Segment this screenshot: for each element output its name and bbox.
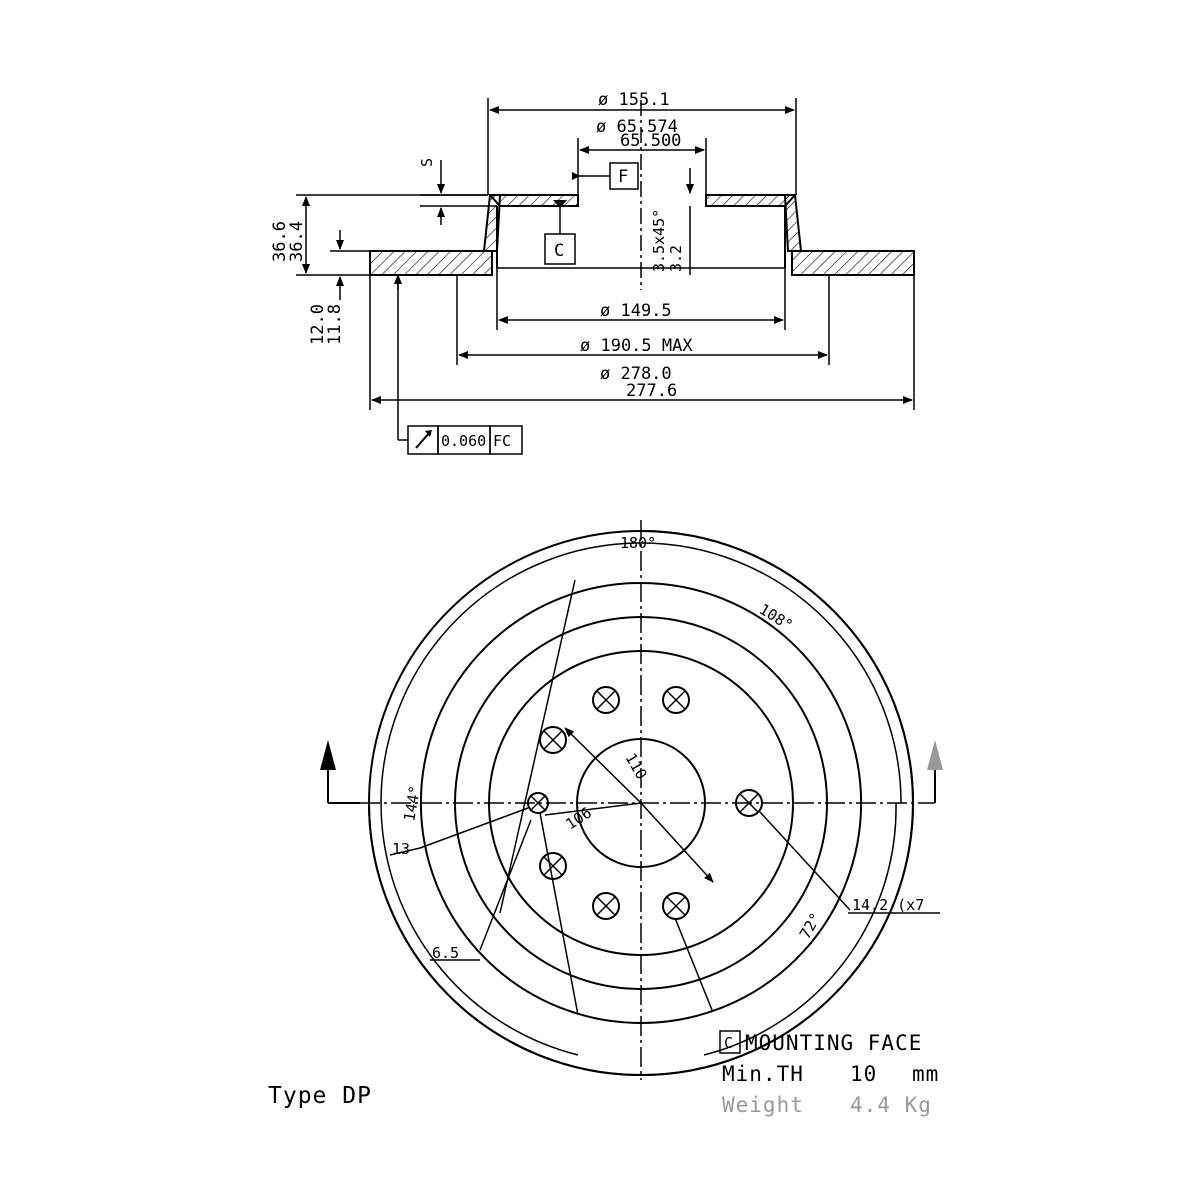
datum-c: C xyxy=(554,241,564,261)
locator-hole xyxy=(527,792,549,814)
dim-bore-min: 65.500 xyxy=(620,131,681,151)
section-view: ø 155.1 ø 65.574 65.500 F S C 3.5x45° 3.… xyxy=(270,90,915,455)
runout-datum: FC xyxy=(493,432,511,450)
pcd-110: 110 xyxy=(622,750,651,782)
min-th-unit: mm xyxy=(912,1062,939,1086)
angle-180: 180° xyxy=(620,534,656,552)
dim-hat-outer: ø 155.1 xyxy=(598,90,670,110)
pcd-106: 106 xyxy=(562,804,595,834)
bolt-hole xyxy=(662,686,690,714)
hole-65: 6.5 xyxy=(432,944,459,962)
runout-value: 0.060 xyxy=(441,432,486,450)
dim-s: S xyxy=(418,158,436,167)
section-friction-ring-left xyxy=(369,250,493,276)
datum-f: F xyxy=(618,167,628,187)
bolt-hole xyxy=(735,789,763,817)
angle-144: 144° xyxy=(400,784,424,823)
dim-278-max: ø 278.0 xyxy=(600,364,672,384)
section-hat-top-right xyxy=(705,194,798,207)
datum-c-box xyxy=(719,1030,741,1054)
dim-bore-max: ø 65.574 xyxy=(596,117,678,137)
mounting-face: MOUNTING FACE xyxy=(745,1031,922,1055)
hole-13: 13 xyxy=(392,840,410,858)
dim-chamfer-b: 3.2 xyxy=(667,245,685,272)
dim-height-min: 36.4 xyxy=(287,221,307,262)
section-friction-ring-right xyxy=(791,250,915,276)
notes: C MOUNTING FACE Min.TH 10 mm Weight 4.4 … xyxy=(268,1030,939,1117)
dim-thickness-min: 11.8 xyxy=(325,304,345,345)
dim-height-max: 36.6 xyxy=(270,221,290,262)
min-th-label: Min.TH xyxy=(722,1062,804,1086)
min-th-value: 10 xyxy=(850,1062,877,1086)
dim-chamfer-a: 3.5x45° xyxy=(650,209,668,272)
bolt-hole xyxy=(592,892,620,920)
dim-190: ø 190.5 MAX xyxy=(580,336,693,356)
bolt-hole xyxy=(539,726,567,754)
plan-view: 180° 108° 144° 72° 110 106 13 6.5 14.2 (… xyxy=(320,520,943,1080)
angle-72: 72° xyxy=(796,910,825,942)
bolt-hole xyxy=(592,686,620,714)
hole-142: 14.2 (x7 xyxy=(852,896,924,914)
dim-thickness-max: 12.0 xyxy=(308,304,328,345)
weight-label: Weight xyxy=(722,1093,804,1117)
type-label: Type DP xyxy=(268,1083,372,1109)
dim-149: ø 149.5 xyxy=(600,301,672,321)
dim-278-min: 277.6 xyxy=(626,381,677,401)
weight-value: 4.4 Kg xyxy=(850,1093,932,1117)
mounting-datum: C xyxy=(724,1034,733,1052)
